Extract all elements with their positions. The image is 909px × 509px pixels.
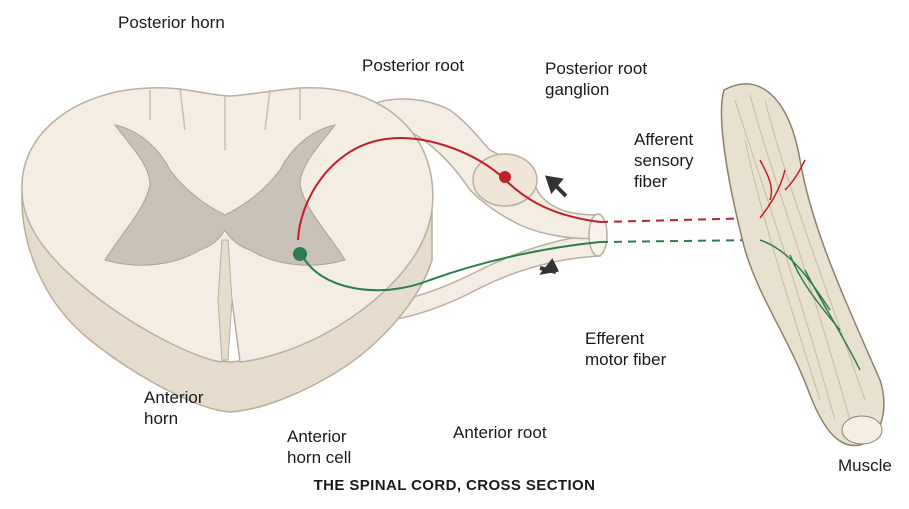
muscle-tendon-end [842,416,882,444]
label-muscle: Muscle [838,455,892,476]
afferent-direction-arrow [548,178,566,196]
efferent-fiber-dashed [600,240,760,242]
label-efferent-motor-fiber: Efferent motor fiber [585,328,666,370]
ganglion-cell-body [499,171,511,183]
label-posterior-root-ganglion: Posterior root ganglion [545,58,647,100]
afferent-fiber-dashed [600,218,760,222]
anterior-horn-cell-body [293,247,307,261]
label-posterior-horn: Posterior horn [118,12,225,33]
label-anterior-horn: Anterior horn [144,387,204,429]
label-anterior-root: Anterior root [453,422,547,443]
label-anterior-horn-cell: Anterior horn cell [287,426,351,468]
label-afferent-sensory-fiber: Afferent sensory fiber [634,129,694,192]
label-posterior-root: Posterior root [362,55,464,76]
figure-caption: THE SPINAL CORD, CROSS SECTION [0,477,909,494]
